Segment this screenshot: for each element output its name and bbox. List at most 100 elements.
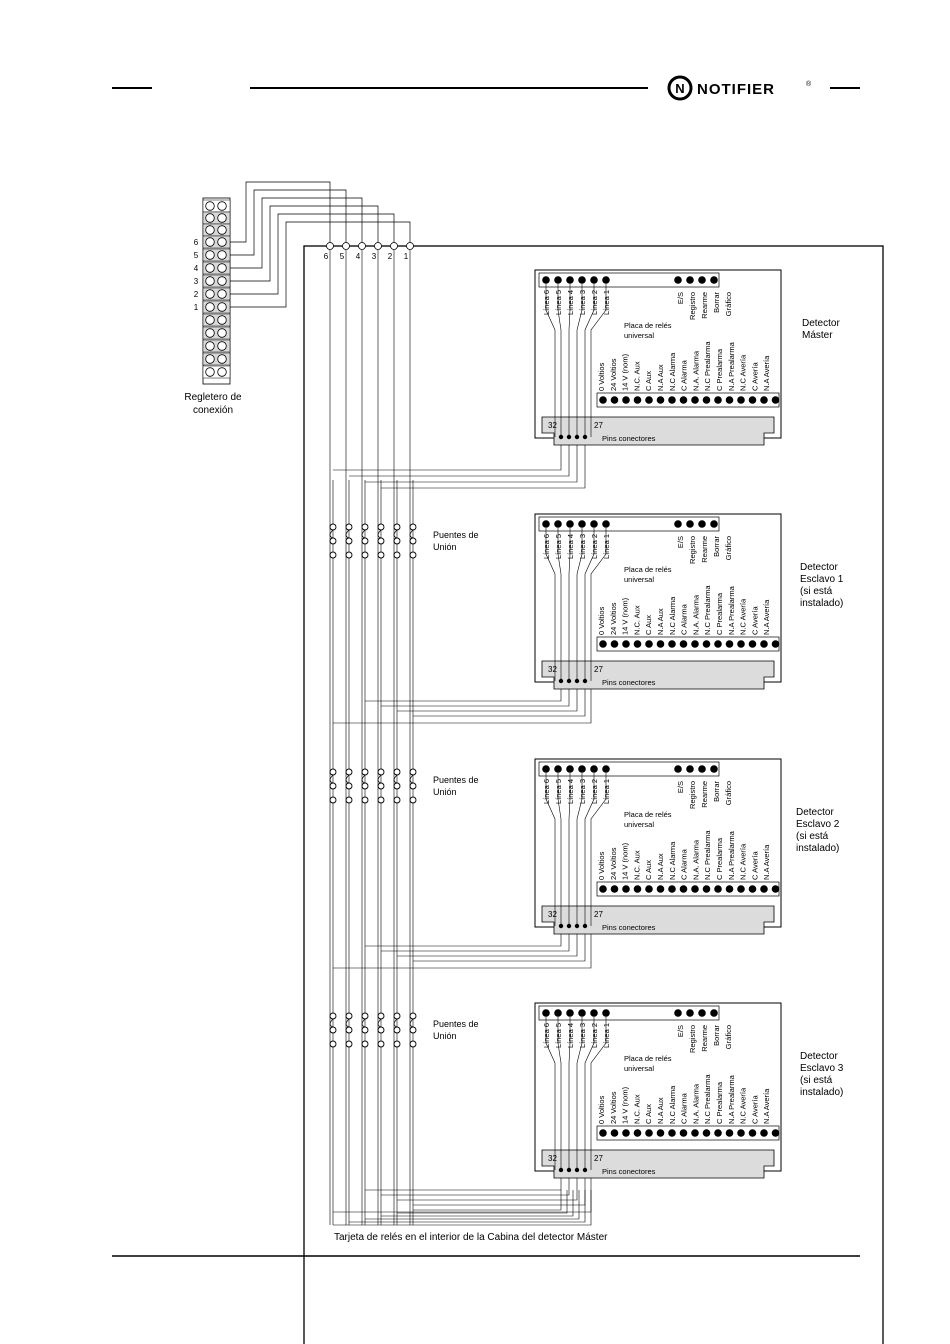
terminal-screw (205, 237, 215, 247)
contact-pin (645, 640, 653, 648)
line-pin (566, 520, 574, 528)
bottom-return-wire (381, 1190, 574, 1217)
contact-label: N.A Avería (762, 355, 771, 391)
contact-label: C Alarma (680, 603, 689, 635)
contact-label: N.A Prealarma (727, 1074, 736, 1124)
contact-label: C Prealarma (715, 837, 724, 880)
line-pin (578, 765, 586, 773)
jumper-terminal (393, 1026, 401, 1034)
detector-title: Esclavo 2 (796, 819, 840, 830)
terminal-number: 4 (194, 264, 199, 273)
jumper-terminal (377, 768, 385, 776)
jumper-link (345, 529, 350, 539)
line-pin (542, 765, 550, 773)
jumper-link (345, 1018, 350, 1028)
line-label: Línea 6 (542, 1023, 551, 1048)
contact-label: N.A Avería (762, 844, 771, 880)
slave-output-wire (333, 681, 592, 724)
terminal-to-bus-wire (226, 181, 331, 246)
slave-output-wire (397, 1170, 578, 1201)
jumper-terminal (377, 551, 385, 559)
line-pin (554, 520, 562, 528)
jumper-link (377, 1018, 382, 1028)
contact-label: C Alarma (680, 848, 689, 880)
master-output-wire (365, 437, 578, 483)
jumper-terminal (409, 796, 417, 804)
terminal-screw (205, 367, 215, 377)
side-label: Gráfico (724, 781, 733, 805)
line-pin (578, 520, 586, 528)
contact-pin (679, 885, 688, 893)
internal-wire (568, 528, 571, 681)
side-label: Rearme (700, 536, 709, 563)
terminal-number: 1 (194, 303, 199, 312)
detector-title: Esclavo 3 (800, 1063, 844, 1074)
terminal-screw (217, 263, 227, 273)
jumper-link (409, 1018, 414, 1028)
line-pin-strip (538, 272, 720, 288)
contact-pin (725, 1129, 734, 1137)
side-label: Rearme (700, 781, 709, 808)
internal-wire (568, 1017, 571, 1170)
jumper-terminal (345, 768, 353, 776)
notifier-logo-icon (667, 75, 693, 101)
contact-pin (633, 640, 642, 648)
contact-label: N.C. Aux (632, 605, 641, 635)
jumper-terminal (361, 1026, 369, 1034)
board-label-line1: Placa de relés (624, 1054, 672, 1063)
line-pin (542, 520, 550, 528)
line-label: Línea 3 (578, 534, 587, 559)
internal-wire (576, 528, 583, 681)
internal-wire (545, 284, 556, 437)
internal-wire (584, 1017, 595, 1170)
line-label: Línea 1 (602, 534, 611, 559)
terminal-screw (217, 367, 227, 377)
jumper-terminal (329, 537, 337, 545)
bus-number: 4 (356, 252, 361, 261)
side-label: Registro (688, 292, 697, 320)
terminal-screw (217, 328, 227, 338)
contact-label: N.C Prealarma (703, 585, 712, 635)
contact-label: C Avería (750, 851, 759, 880)
contact-label: N.C Avería (739, 354, 748, 391)
contact-pin (737, 640, 745, 648)
bus-terminal (374, 242, 382, 250)
contact-label: N.C Alarma (668, 596, 677, 635)
internal-wire (590, 284, 607, 437)
jumper-terminal (377, 782, 385, 790)
slave-output-wire (381, 926, 570, 952)
internal-wire (568, 284, 571, 437)
bus-number: 2 (388, 252, 393, 261)
jumper-terminal (345, 537, 353, 545)
slave-output-wire (413, 681, 586, 717)
terminal-to-bus-wire (226, 189, 347, 256)
jumper-terminal (345, 1026, 353, 1034)
contact-label: 24 Voltios (609, 602, 618, 635)
terminal-screw (217, 302, 227, 312)
line-pin (554, 1009, 562, 1017)
contact-label: C Avería (750, 606, 759, 635)
jumper-terminal (329, 1040, 337, 1048)
contact-pin (633, 1129, 642, 1137)
jumper-terminal (377, 537, 385, 545)
line-pin (542, 276, 550, 284)
contact-label: C Alarma (680, 359, 689, 391)
aux-pin (698, 1009, 706, 1017)
contact-label: 0 Voltios (597, 362, 606, 391)
contact-pin (702, 1129, 711, 1137)
terminal-to-bus-wire (226, 213, 395, 295)
contact-pin (645, 396, 653, 404)
jumper-terminal (345, 551, 353, 559)
contact-pin (760, 396, 768, 404)
line-label: Línea 2 (590, 779, 599, 804)
terminal-screw (205, 263, 215, 273)
master-output-wire (349, 437, 570, 477)
side-label: Rearme (700, 292, 709, 319)
jumper-link (377, 774, 382, 784)
connector-pin-right: 27 (594, 665, 603, 674)
aux-pin (698, 765, 706, 773)
contact-pin (714, 640, 722, 648)
contact-label: 24 Voltios (609, 1091, 618, 1124)
